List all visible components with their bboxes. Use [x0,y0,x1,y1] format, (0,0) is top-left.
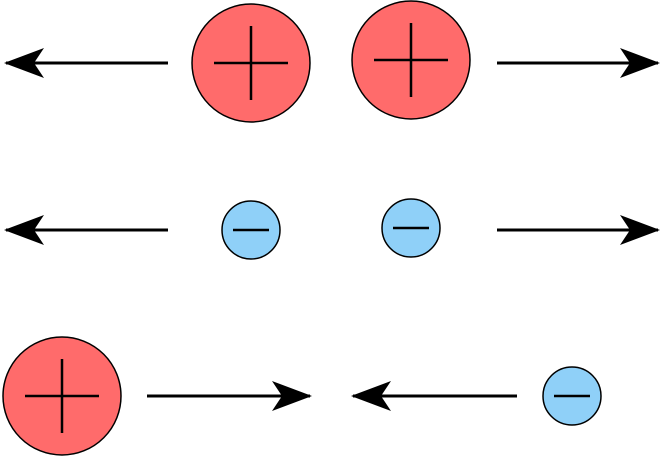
row-opposite-charges-attract [2,336,602,456]
negative-charge [542,366,602,426]
row-like-positive-charges-repel [4,0,660,123]
row-like-negative-charges-repel [4,198,660,260]
negative-charge [221,200,281,260]
positive-charge [191,3,311,123]
negative-charge [381,198,441,258]
positive-charge [351,0,471,120]
positive-charge [2,336,122,456]
